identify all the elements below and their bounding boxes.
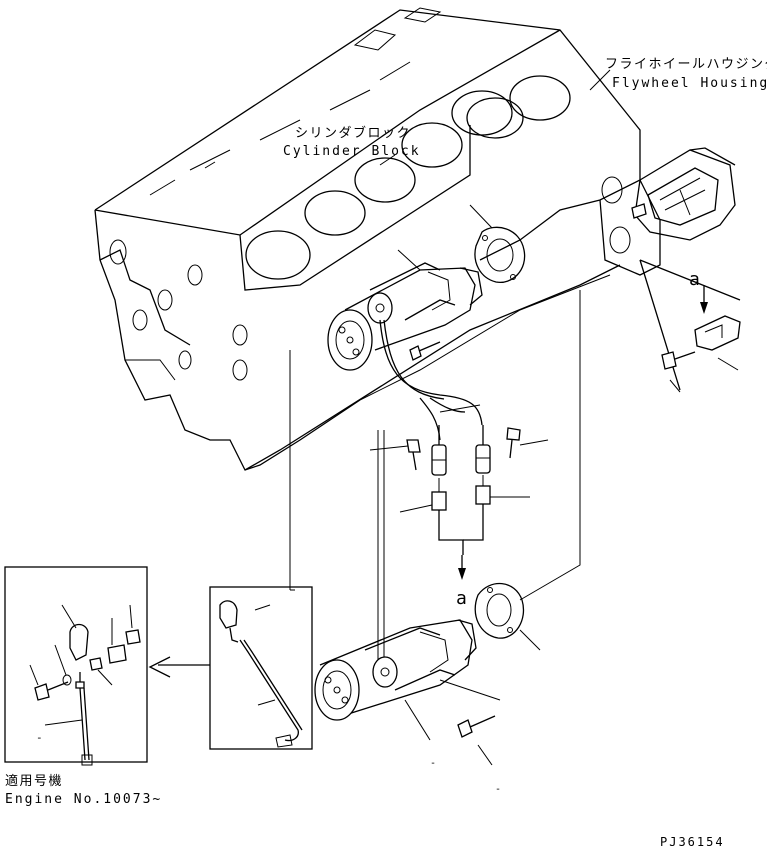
- drawing-code: PJ36154: [660, 835, 725, 849]
- cylinder-block: [94, 7, 661, 471]
- bolt-left: [369, 439, 421, 471]
- bolt-right: [506, 427, 549, 459]
- wiring-harness: [379, 319, 491, 476]
- leader-flywheel: [589, 69, 611, 91]
- gasket-upper: [469, 204, 526, 283]
- starter-lower: [314, 619, 501, 766]
- cable-detail-box: [209, 586, 313, 750]
- cylinder-block-label-jp: シリンダブロック: [295, 125, 411, 141]
- bracket-detail: a: [639, 259, 741, 393]
- svg-text:-: -: [36, 731, 43, 744]
- flywheel-housing-label-jp: フライホイールハウジング: [605, 57, 767, 72]
- arrow-a-head: [458, 568, 466, 580]
- flywheel-housing: [631, 147, 736, 241]
- svg-text:-: -: [430, 758, 436, 769]
- ref-a-bottom: a: [456, 588, 467, 609]
- leader-cylinder: [379, 154, 396, 166]
- applicable-label-en: Engine No.10073~: [5, 792, 162, 807]
- cylinder-block-label-en: Cylinder Block: [283, 144, 421, 159]
- svg-text:-: -: [495, 784, 501, 795]
- starter-upper: [327, 249, 483, 371]
- old-spec-detail-box: -: [4, 566, 148, 766]
- flywheel-housing-label-en: Flywheel Housing: [612, 76, 767, 91]
- gasket-lower: [474, 582, 541, 651]
- clip-right: [463, 475, 530, 541]
- clip-left: [399, 478, 464, 555]
- assembly-lines: [289, 290, 581, 660]
- applicable-label-jp: 適用号機: [5, 773, 63, 789]
- arrow-head-left: [148, 656, 171, 678]
- ref-a-top: a: [689, 269, 700, 290]
